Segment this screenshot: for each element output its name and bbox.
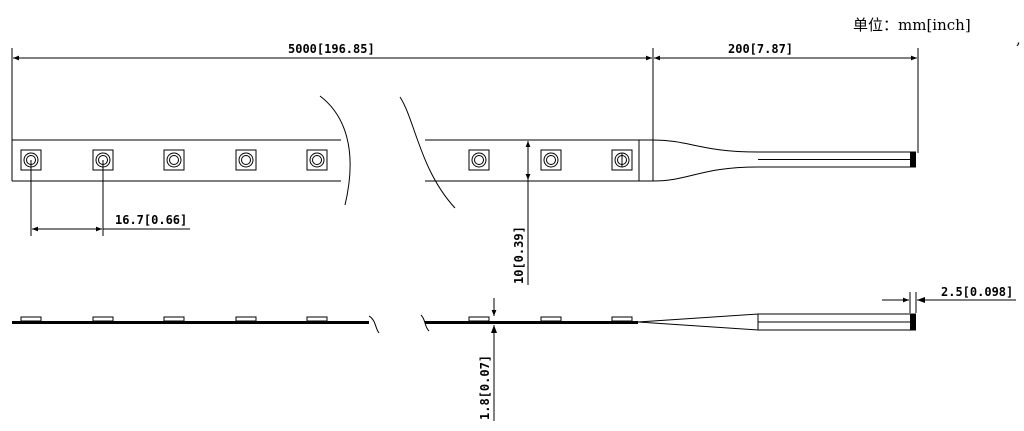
strip-thickness-label: 1.8[0.07] <box>478 355 492 420</box>
wire-side-ends <box>910 314 916 330</box>
stray-mark: , <box>1016 30 1021 48</box>
led-chip <box>540 149 562 171</box>
led-chip <box>306 149 328 171</box>
break-curve-right <box>399 96 456 209</box>
strip-base-right <box>425 321 638 324</box>
lead-length-label: 200[7.87] <box>728 42 793 56</box>
strip-body-right <box>425 139 653 182</box>
led-profile <box>468 316 490 322</box>
break-mark-right <box>420 314 430 332</box>
wire-lead-bottom <box>652 166 916 182</box>
led-profile <box>540 316 562 322</box>
led-profile <box>92 316 114 322</box>
led-profile <box>235 316 257 322</box>
strip-body-left <box>11 139 341 182</box>
led-profile <box>306 316 328 322</box>
led-chip <box>468 149 490 171</box>
led-profile <box>611 316 633 322</box>
top-view: 5000[196.85] 200[7.87] 16.7[0. <box>11 42 919 285</box>
led-pitch-label: 16.7[0.66] <box>115 213 187 227</box>
led-chip <box>235 149 257 171</box>
led-chip <box>163 149 185 171</box>
side-view: 2.5[0.098] 1.8[0.07] <box>12 285 1016 421</box>
led-chip <box>611 149 633 171</box>
led-profile <box>163 316 185 322</box>
break-curve-left <box>319 95 351 206</box>
wire-thickness-label: 2.5[0.098] <box>941 285 1013 299</box>
strip-thickness-arrow-bottom <box>491 325 497 333</box>
wire-ends <box>910 152 916 167</box>
wire-lead-top <box>652 139 916 153</box>
led-profile <box>20 316 42 322</box>
strip-base-left <box>12 321 369 324</box>
connector-taper <box>637 313 759 331</box>
strip-width-label: 10[0.39] <box>512 226 526 284</box>
break-mark-left <box>368 315 380 334</box>
units-label: 单位：mm[inch] <box>853 16 971 34</box>
strip-length-label: 5000[196.85] <box>288 42 375 56</box>
wire-thickness-arrow-right <box>917 297 925 303</box>
